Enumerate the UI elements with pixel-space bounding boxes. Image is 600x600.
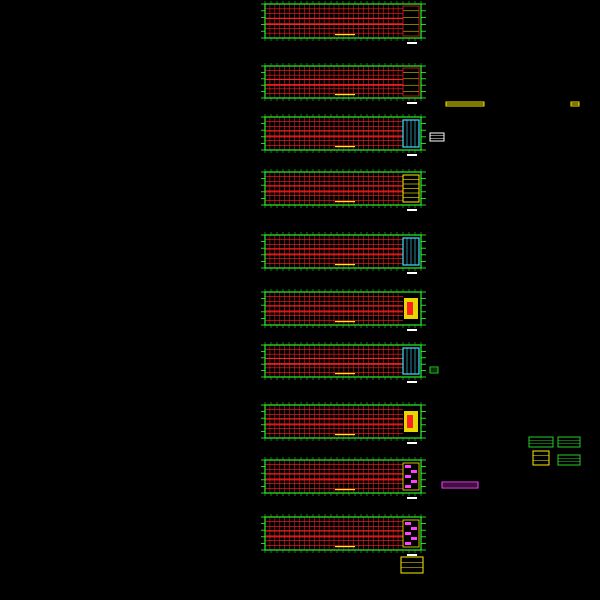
legend-block [400,556,424,574]
sheet-label-mark [407,272,417,274]
dimension-mark [335,546,355,548]
dimension-mark [335,146,355,148]
stair-core-yellow [402,462,420,491]
detail-strip-frame [445,101,485,107]
detail-table-frame [528,436,554,448]
detail-mark [570,101,580,107]
stair-detail [405,532,411,535]
floor-plan-sheet [261,514,426,556]
sheet-label-mark [407,209,417,211]
detail-table [557,454,581,466]
sheet-label-mark [407,554,417,556]
core-block [402,5,420,37]
dimension-mark [335,94,355,96]
floor-plan-sheet [261,457,426,499]
sheet-label-mark [407,442,417,444]
floor-plan-sheet [261,402,426,444]
stair-core-yellow [402,519,420,548]
core-void [407,415,413,428]
stair-detail [411,537,417,540]
stair-detail [411,470,417,473]
stair-detail [405,522,411,525]
detail-callout-frame [429,132,445,142]
stair-detail [405,485,411,488]
dimension-mark [335,34,355,36]
floor-plan-sheet [261,63,426,104]
detail-table [528,436,554,448]
stair-detail [405,475,411,478]
detail-section-frame [532,450,550,466]
floor-plan-sheet [261,232,426,274]
sheet-label-mark [407,497,417,499]
stair-detail [405,542,411,545]
core-block [402,67,420,97]
floor-plan-sheet [261,114,426,156]
sheet-label-mark [407,329,417,331]
dimension-mark [335,489,355,491]
detail-section [532,450,550,466]
floor-plan-sheet [261,169,426,211]
side-details [400,101,581,574]
stair-detail [405,465,411,468]
sheet-label-mark [407,154,417,156]
dimension-mark [335,321,355,323]
legend-block-frame [400,556,424,574]
dimension-mark [335,434,355,436]
detail-callout-frame [429,366,439,374]
detail-table-frame [557,436,581,448]
detail-strip [441,481,479,489]
detail-strip [445,101,485,107]
stair-detail [411,480,417,483]
detail-callout [429,366,439,374]
dimension-mark [335,264,355,266]
sheet-label-mark [407,42,417,44]
sheet-label-mark [407,102,417,104]
detail-table [557,436,581,448]
floor-plan-sheet [261,1,426,44]
dimension-mark [335,373,355,375]
detail-mark-frame [570,101,580,107]
floor-plan-sheets [261,1,426,556]
sheet-label-mark [407,381,417,383]
detail-strip-frame [441,481,479,489]
stair-detail [411,527,417,530]
floor-plan-sheet [261,289,426,331]
floor-plan-sheet [261,342,426,383]
dimension-mark [335,201,355,203]
detail-callout [429,132,445,142]
core-void [407,302,413,315]
detail-table-frame [557,454,581,466]
